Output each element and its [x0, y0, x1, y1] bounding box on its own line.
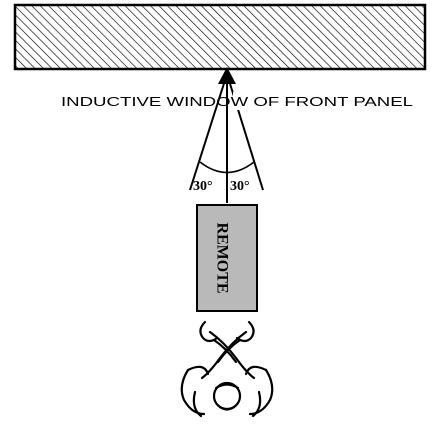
front-panel-caption: INDUCTIVE WINDOW OF FRONT PANEL: [61, 95, 413, 109]
angle-label-left: 30°: [193, 179, 213, 194]
sensor-arrow-icon: [218, 67, 236, 84]
angle-label-right: 30°: [230, 179, 250, 194]
front-panel: [13, 3, 427, 71]
angle-arc: [199, 161, 255, 174]
person-top-view-icon: [180, 320, 274, 418]
remote-label: REMOTE: [213, 222, 230, 293]
caption-group: INDUCTIVE WINDOW OF FRONT PANEL: [61, 92, 413, 110]
cone-left-edge: [189, 73, 228, 191]
remote-control: REMOTE: [196, 204, 258, 312]
